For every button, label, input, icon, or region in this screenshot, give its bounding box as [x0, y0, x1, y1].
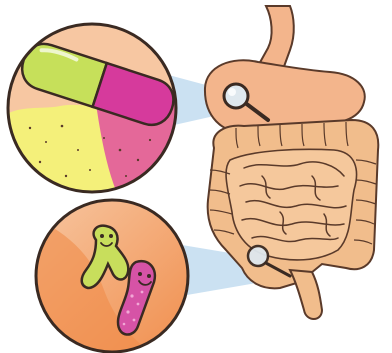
capsule-zoom-bubble: [0, 20, 190, 200]
rectum: [290, 270, 322, 319]
bacteria-zoom-bubble: [30, 196, 200, 353]
